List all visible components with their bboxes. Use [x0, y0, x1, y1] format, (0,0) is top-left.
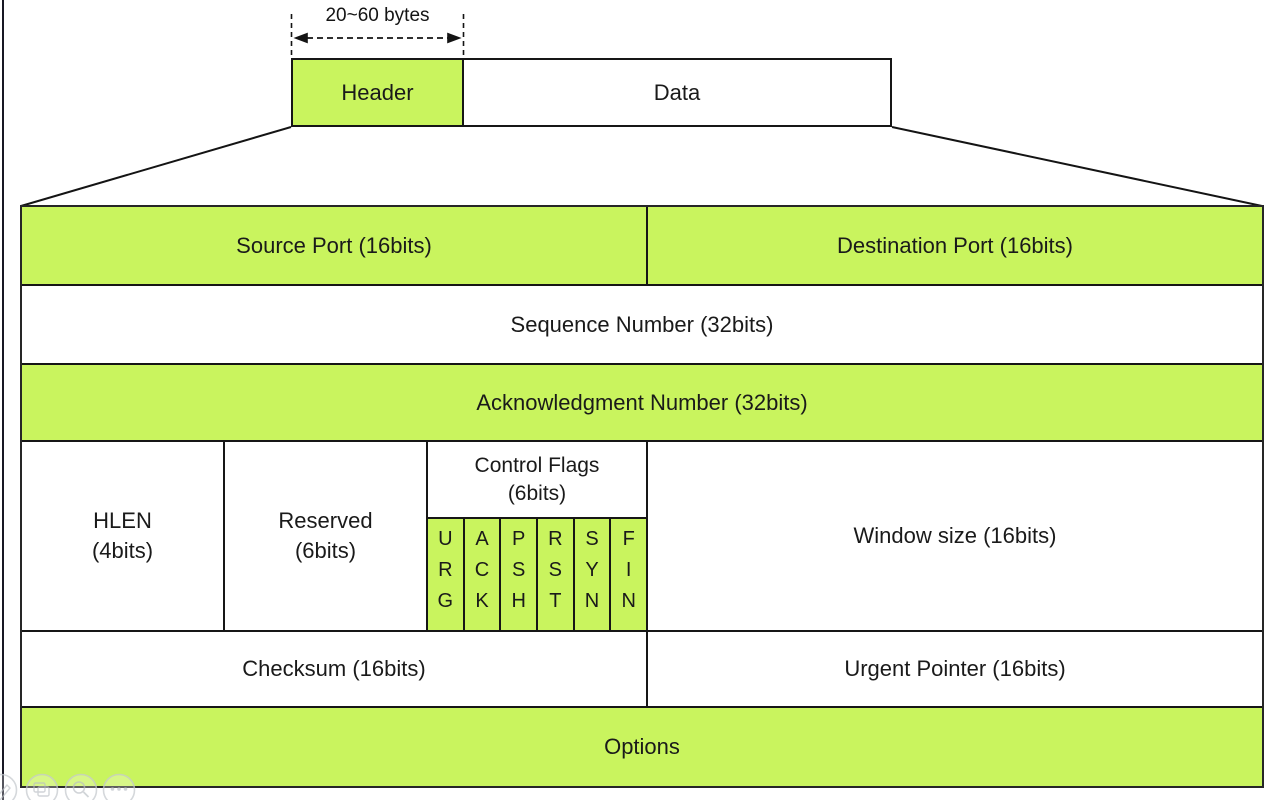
flag-cell-psh: PSH — [501, 519, 539, 630]
destination-port-cell: Destination Port (16bits) — [648, 207, 1262, 284]
pen-icon[interactable] — [0, 773, 18, 800]
row-flags-window: HLEN (4bits) Reserved (6bits) Control Fl… — [22, 442, 1262, 632]
zoom-icon[interactable] — [64, 773, 98, 800]
expand-line-right — [891, 126, 1263, 207]
flag-cell-ack: ACK — [464, 519, 502, 630]
acknowledgment-number-cell: Acknowledgment Number (32bits) — [22, 365, 1262, 440]
flag-psh-label: PSH — [507, 528, 530, 621]
urgent-pointer-cell: Urgent Pointer (16bits) — [648, 632, 1262, 706]
source-port-cell: Source Port (16bits) — [22, 207, 648, 284]
row-acknowledgment-number: Acknowledgment Number (32bits) — [22, 365, 1262, 442]
hlen-cell: HLEN (4bits) — [22, 442, 225, 630]
row-options: Options — [22, 708, 1262, 786]
options-cell: Options — [22, 708, 1262, 786]
sequence-number-cell: Sequence Number (32bits) — [22, 286, 1262, 363]
flag-cell-fin: FIN — [611, 519, 647, 630]
flag-syn-label: SYN — [581, 528, 604, 621]
size-annotation-label: 20~60 bytes — [325, 5, 430, 26]
flag-rst-label: RST — [544, 528, 567, 621]
tcp-header-table: Source Port (16bits) Destination Port (1… — [20, 205, 1264, 788]
row-checksum-urgent: Checksum (16bits) Urgent Pointer (16bits… — [22, 632, 1262, 708]
reserved-cell: Reserved (6bits) — [225, 442, 428, 630]
segment-bar: Header Data — [291, 58, 892, 127]
control-flags-header: Control Flags (6bits) — [428, 442, 646, 519]
flag-fin-label: FIN — [617, 528, 640, 621]
segment-header-cell: Header — [293, 60, 464, 125]
expand-line-left — [20, 126, 292, 207]
flag-cell-urg: URG — [428, 519, 465, 630]
slide-navigator-icon[interactable] — [25, 773, 59, 800]
control-flags-cells: URG ACK PSH RST SYN FIN — [428, 519, 647, 630]
segment-data-cell: Data — [464, 60, 890, 125]
flag-urg-label: URG — [434, 528, 457, 621]
presenter-toolbar — [0, 773, 136, 800]
control-flags-column: Control Flags (6bits) URG ACK PSH RST SY… — [428, 442, 648, 630]
checksum-cell: Checksum (16bits) — [22, 632, 648, 706]
window-size-cell: Window size (16bits) — [648, 442, 1262, 630]
more-options-icon[interactable] — [102, 773, 136, 800]
row-sequence-number: Sequence Number (32bits) — [22, 286, 1262, 365]
flag-ack-label: ACK — [471, 528, 493, 621]
row-ports: Source Port (16bits) Destination Port (1… — [22, 207, 1262, 286]
flag-cell-syn: SYN — [574, 519, 612, 630]
flag-cell-rst: RST — [538, 519, 575, 630]
slide-edge-line — [2, 0, 4, 800]
